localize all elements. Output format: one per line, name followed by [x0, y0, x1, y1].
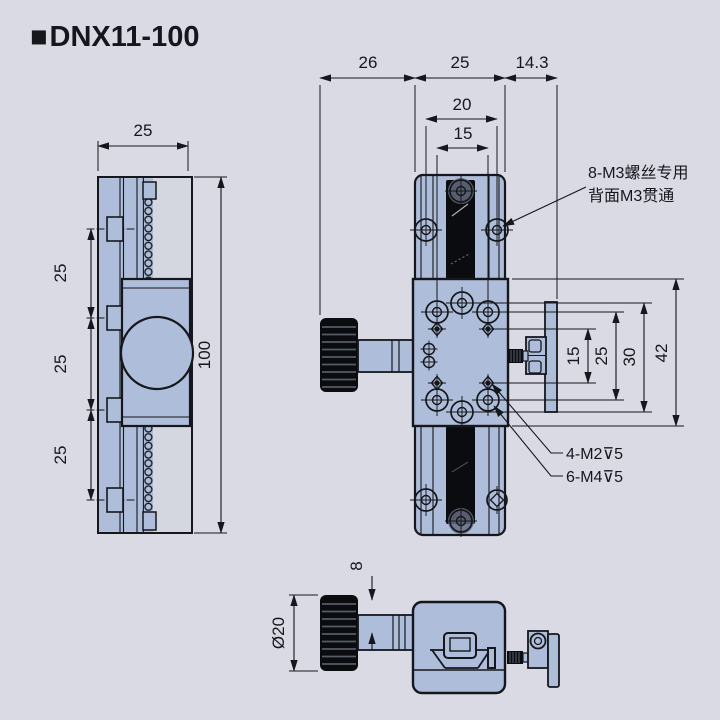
dim-hole-spacing-2: 25: [51, 355, 70, 374]
model-number: DNX11-100: [50, 21, 200, 53]
dim-side-width: 25: [134, 121, 153, 140]
bottom-clamp-lever: [527, 630, 560, 688]
dim-knob-diameter: Ø20: [269, 617, 288, 649]
leader-m4: [493, 405, 563, 477]
mounting-bosses: [86, 216, 135, 513]
rack-slot-bottom: [446, 426, 475, 524]
callout-m2: 4-M2⊽5: [566, 446, 623, 463]
dim-hole-spacing-3: 25: [51, 446, 70, 465]
dim-right-30: 30: [620, 348, 639, 367]
side-view-dimensions: [87, 141, 227, 534]
page-title: ■DNX11-100: [30, 21, 199, 53]
leader-m2: [491, 383, 563, 454]
title-marker: ■: [30, 21, 48, 53]
dim-knob-length: 26: [359, 53, 378, 72]
side-view: [86, 176, 195, 534]
dim-right-25: 25: [592, 347, 611, 366]
clamp-screw: [508, 349, 529, 363]
front-view-dimensions: [319, 74, 684, 477]
dim-hole-spacing-1: 25: [51, 264, 70, 283]
rack-top-tab: [142, 181, 157, 200]
clamp-bracket: [525, 336, 547, 375]
callout-m3-line2: 背面M3贯通: [588, 187, 674, 205]
callout-m3-line1: 8-M3螺丝专用: [588, 164, 688, 182]
rack-bottom-tab: [142, 511, 157, 531]
dim-right-15: 15: [564, 347, 583, 366]
drive-knob: [320, 318, 358, 392]
dim-shaft-8: 8: [347, 561, 366, 570]
dim-carriage-hole-span: 15: [454, 124, 473, 143]
bottom-knob-shaft: [357, 614, 414, 651]
rail-screw-holes: [409, 174, 514, 538]
leader-m3: [502, 186, 587, 227]
dim-side-clamp: 14.3: [515, 53, 548, 72]
dim-rail-hole-span: 20: [453, 95, 472, 114]
dim-right-42: 42: [652, 344, 671, 363]
gib-block: [443, 632, 477, 659]
bottom-view: [320, 595, 560, 695]
bottom-knob: [320, 595, 358, 671]
bottom-clamp-screw: [507, 651, 529, 664]
knob-shaft: [357, 339, 414, 373]
dim-rail-width: 25: [451, 53, 470, 72]
callout-m4: 6-M4⊽5: [566, 469, 623, 486]
front-view: [320, 173, 558, 538]
bottom-view-dimensions: [289, 576, 376, 672]
dim-side-height: 100: [195, 341, 214, 369]
knob-end-view: [119, 315, 195, 391]
